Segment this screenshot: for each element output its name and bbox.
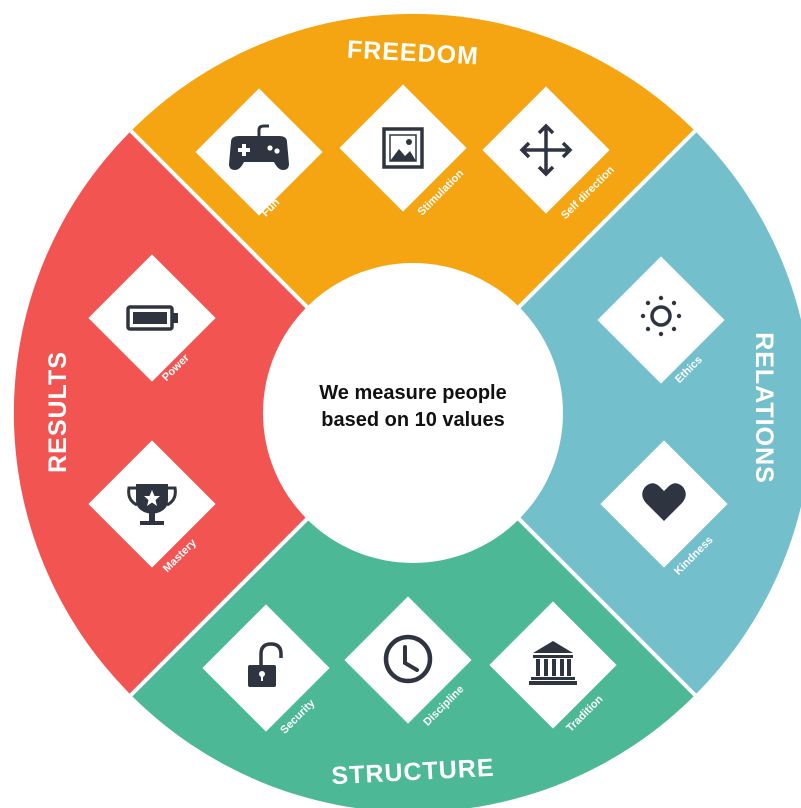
move-arrows-icon (519, 123, 573, 177)
bank-building-icon (529, 641, 577, 685)
center-circle (263, 263, 563, 563)
sun-icon (640, 295, 682, 337)
results-sector (13, 131, 413, 695)
clock-icon (383, 634, 433, 684)
heart-icon (642, 483, 686, 521)
unlocked-padlock-icon (248, 642, 283, 687)
battery-icon (126, 305, 178, 331)
picture-icon (382, 127, 424, 169)
center-statement-line-1: We measure people (319, 382, 507, 404)
results-title: RESULTS (44, 351, 72, 473)
center-statement: We measure people based on 10 values (283, 380, 543, 434)
gamepad-icon (229, 124, 289, 170)
relations-title: RELATIONS (750, 332, 778, 484)
relations-sector (413, 131, 801, 695)
trophy-icon (127, 484, 177, 525)
center-statement-line-2: based on 10 values (321, 409, 505, 431)
freedom-title: FREEDOM (346, 36, 479, 71)
